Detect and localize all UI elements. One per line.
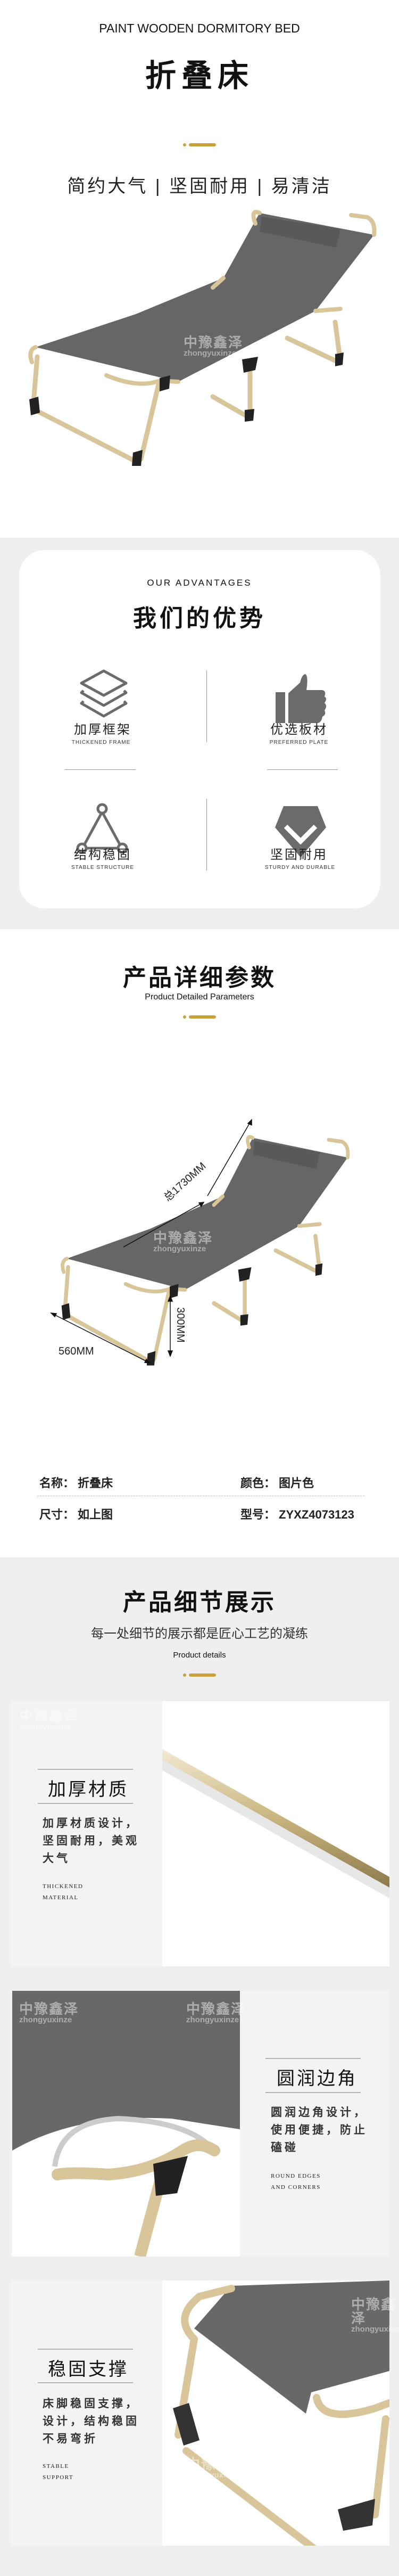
advantages-heading-en: OUR ADVANTAGES <box>147 578 252 588</box>
detail-desc: 床脚稳固支撑，设计，结构稳固不易弯折 <box>43 2398 139 2445</box>
advantage-en: THICKENED FRAME <box>71 740 131 745</box>
advantage-en: PREFERRED PLATE <box>269 740 329 745</box>
advantage-label: 坚固耐用 <box>270 848 328 862</box>
advantages-heading: 我们的优势 <box>133 605 266 631</box>
detail-title: 稳固支撑 <box>48 2359 129 2380</box>
detail-title: 圆润边角 <box>277 2069 358 2089</box>
detail-line <box>265 2092 361 2093</box>
shield-check-icon <box>275 806 326 857</box>
detail-image-tube <box>162 1701 389 1966</box>
advantage-en: STABLE STRUCTURE <box>71 865 135 871</box>
details-subtitle-en: Product details <box>173 1651 226 1660</box>
detail-desc: 圆润边角设计，使用便捷，防止磕碰 <box>271 2106 368 2154</box>
spec-color: 颜色：图片色 <box>240 1476 314 1490</box>
detail-line <box>265 2058 361 2059</box>
detail-image-corner <box>12 1991 240 2257</box>
tagline: 简约大气 | 坚固耐用 | 易清洁 <box>67 176 332 196</box>
detail-line <box>38 1803 133 1804</box>
detail-image-leg <box>162 2280 389 2546</box>
gold-divider <box>183 143 217 147</box>
detail-line <box>38 2382 133 2383</box>
thumbs-up-icon <box>276 674 326 723</box>
detail-line <box>38 1769 133 1770</box>
gold-divider <box>183 1015 217 1019</box>
advantage-label: 加厚框架 <box>74 723 131 737</box>
params-bed-image <box>49 1119 399 1374</box>
params-title: 产品详细参数 <box>123 965 276 991</box>
spec-size: 尺寸：如上图 <box>39 1508 113 1521</box>
dimension-width-label: 560MM <box>59 1346 94 1357</box>
details-subtitle: 每一处细节的展示都是匠心工艺的凝练 <box>91 1627 308 1641</box>
divider-horizontal <box>65 769 136 770</box>
layers-icon <box>80 669 128 718</box>
divider-vertical <box>206 670 207 742</box>
divider-horizontal <box>267 769 338 770</box>
divider-vertical <box>206 799 207 871</box>
detail-desc: 加厚材质设计，坚固耐用，美观大气 <box>43 1817 139 1865</box>
details-title: 产品细节展示 <box>123 1589 276 1615</box>
spec-model: 型号：ZYXZ4073123 <box>240 1508 354 1521</box>
page-title: 折叠床 <box>145 59 254 93</box>
triangle-structure-icon <box>76 803 128 854</box>
advantage-en: STURDY AND DURABLE <box>264 865 336 871</box>
spec-name: 名称：折叠床 <box>39 1476 113 1490</box>
dimension-arrows <box>49 1119 252 1364</box>
dimension-height-label: 300MM <box>174 1307 186 1343</box>
advantage-label: 优选板材 <box>270 723 328 737</box>
detail-title: 加厚材质 <box>48 1779 129 1800</box>
advantage-label: 结构稳固 <box>74 848 131 862</box>
header-subtitle-en: PAINT WOODEN DORMITORY BED <box>99 21 300 35</box>
detail-line <box>38 2349 133 2350</box>
params-subtitle-en: Product Detailed Parameters <box>145 992 254 1002</box>
gold-divider <box>183 1673 217 1677</box>
